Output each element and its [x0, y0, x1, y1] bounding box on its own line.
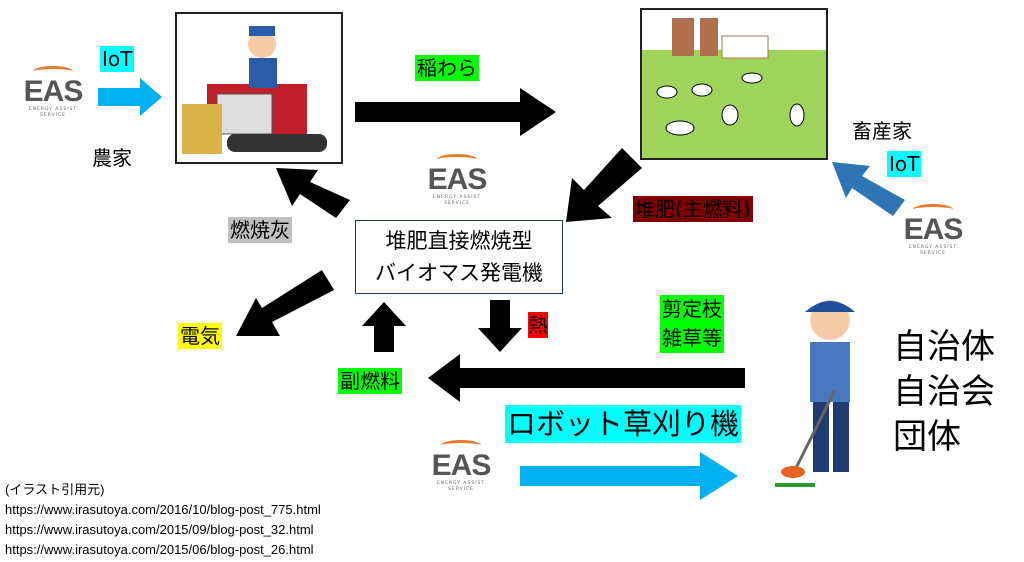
clippings-label: 剪定枝 雑草等: [660, 295, 724, 353]
mower-worker-illustration: [775, 290, 885, 490]
compost-label: 堆肥(主燃料): [633, 196, 753, 222]
iot-arrow-farmer: [98, 78, 162, 116]
clippings-arrow: [428, 354, 745, 402]
livestock-farmer-label: 畜産家: [852, 119, 912, 143]
ash-label: 燃焼灰: [228, 217, 292, 243]
iot-label: IoT: [887, 151, 922, 177]
sub-fuel-label: 副燃料: [338, 368, 402, 394]
generator-title-line1: 堆肥直接燃焼型: [385, 229, 533, 253]
straw-label: 稲わら: [415, 55, 479, 81]
cattle-farm-illustration: [640, 8, 828, 160]
straw-arrow: [355, 88, 556, 136]
heat-label: 熱: [528, 312, 548, 338]
municipality-line: 団体: [893, 417, 961, 457]
biomass-generator-box: 堆肥直接燃焼型 バイオマス発電機: [355, 220, 563, 294]
citation-url[interactable]: https://www.irasutoya.com/2016/10/blog-p…: [5, 502, 321, 517]
farmer-label: 農家: [92, 146, 132, 170]
heat-down-arrow: [478, 300, 522, 352]
ash-arrow: [276, 168, 350, 218]
municipality-line: 自治体: [893, 327, 995, 367]
robot-arrow: [520, 452, 738, 500]
compost-arrow: [566, 148, 642, 222]
electricity-label: 電気: [178, 323, 222, 349]
municipality-label: 自治体 自治会 団体: [893, 325, 995, 460]
subfuel-up-arrow: [362, 302, 406, 352]
generator-title-line2: バイオマス発電機: [375, 261, 543, 285]
iot-arrow-livestock: [832, 162, 905, 216]
citation-url[interactable]: https://www.irasutoya.com/2015/06/blog-p…: [5, 542, 314, 557]
clippings-line1: 剪定枝: [662, 297, 722, 321]
farmer-combine-illustration: [175, 12, 343, 164]
municipality-line: 自治会: [893, 372, 995, 412]
citation-url[interactable]: https://www.irasutoya.com/2015/09/blog-p…: [5, 522, 314, 537]
electricity-arrow: [236, 270, 334, 336]
clippings-line2: 雑草等: [662, 326, 722, 350]
robot-mower-label: ロボット草刈り機: [505, 405, 742, 443]
citation-heading: (イラスト引用元): [5, 482, 105, 497]
iot-label: IoT: [100, 46, 135, 72]
